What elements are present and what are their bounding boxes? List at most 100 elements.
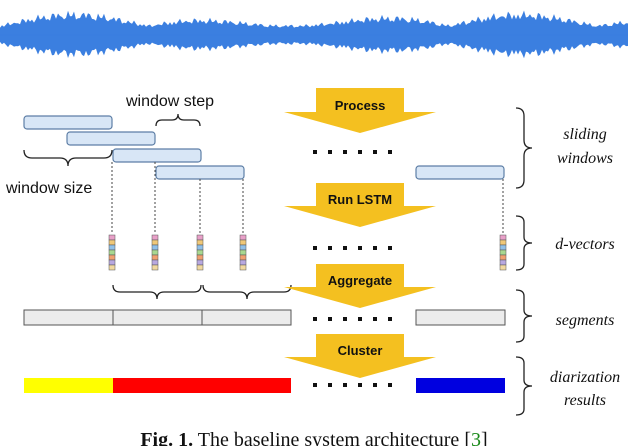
ellipsis-dot xyxy=(373,150,377,154)
window-size-label: window size xyxy=(5,180,92,197)
ellipsis-dot xyxy=(343,317,347,321)
ellipsis-dots xyxy=(313,150,392,387)
d-vectors xyxy=(108,234,507,271)
d-vector-cell xyxy=(499,239,507,246)
arrow-aggregate: Aggregate xyxy=(284,264,436,308)
ellipsis-dot xyxy=(313,317,317,321)
d-vector-cell xyxy=(239,234,247,241)
right-brace-diarization xyxy=(515,356,533,416)
arrow-cluster: Cluster xyxy=(284,334,436,378)
arrow-cluster-label: Cluster xyxy=(338,343,383,358)
speaker-1-bar xyxy=(24,378,113,393)
window-box-2 xyxy=(66,131,156,146)
segment-brace-2 xyxy=(202,284,292,300)
segment-box-1 xyxy=(23,309,114,326)
d-vector-5 xyxy=(499,234,507,271)
ellipsis-dot xyxy=(358,383,362,387)
d-vector-cell xyxy=(108,264,116,271)
d-vector-cell xyxy=(499,259,507,266)
label-d-vectors: d-vectors xyxy=(555,236,615,253)
d-vector-cell xyxy=(499,244,507,251)
d-vector-1 xyxy=(108,234,116,271)
segment-brace-1 xyxy=(112,284,202,300)
window-box-1 xyxy=(23,115,113,130)
d-vector-cell xyxy=(151,234,159,241)
d-vector-cell xyxy=(499,234,507,241)
arrow-run-lstm: Run LSTM xyxy=(284,183,436,227)
d-vector-cell xyxy=(196,244,204,251)
ellipsis-dot xyxy=(328,150,332,154)
segments xyxy=(23,309,506,326)
diarization-bars xyxy=(24,378,505,393)
window-box-4 xyxy=(155,165,245,180)
sliding-windows xyxy=(23,115,505,180)
d-vector-cell xyxy=(108,249,116,256)
arrow-process: Process xyxy=(284,88,436,133)
d-vector-cell xyxy=(108,254,116,261)
ellipsis-dot xyxy=(313,383,317,387)
ellipsis-dot xyxy=(343,246,347,250)
ellipsis-dot xyxy=(388,246,392,250)
d-vector-cell xyxy=(239,249,247,256)
d-vector-cell xyxy=(239,244,247,251)
figure-caption: Fig. 1. The baseline system architecture… xyxy=(140,429,487,446)
right-brace-dvectors xyxy=(515,215,533,271)
arrow-process-label: Process xyxy=(335,98,386,113)
window-to-dvector-connectors xyxy=(111,162,504,234)
ellipsis-dot xyxy=(328,317,332,321)
segment-box-3 xyxy=(201,309,292,326)
d-vector-cell xyxy=(151,239,159,246)
speaker-2-bar xyxy=(113,378,291,393)
ellipsis-dot xyxy=(358,317,362,321)
d-vector-cell xyxy=(108,234,116,241)
d-vector-cell xyxy=(196,259,204,266)
d-vector-cell xyxy=(196,264,204,271)
d-vector-cell xyxy=(499,249,507,256)
d-vector-cell xyxy=(196,249,204,256)
d-vector-3 xyxy=(196,234,204,271)
caption-ref-number: 3 xyxy=(471,429,481,446)
window-size-brace xyxy=(23,149,113,167)
d-vector-cell xyxy=(196,234,204,241)
window-step-label: window step xyxy=(125,93,214,110)
d-vector-cell xyxy=(151,244,159,251)
caption-ref-open: [ xyxy=(464,429,471,446)
ellipsis-dot xyxy=(388,150,392,154)
label-diarization: diarization xyxy=(550,369,620,386)
label-windows: windows xyxy=(557,150,613,167)
ellipsis-dot xyxy=(373,317,377,321)
right-brace-segments xyxy=(515,289,533,343)
d-vector-cell xyxy=(108,239,116,246)
ellipsis-dot xyxy=(328,246,332,250)
caption-text: The baseline system architecture xyxy=(198,429,460,446)
speaker-3-bar xyxy=(416,378,505,393)
ellipsis-dot xyxy=(358,246,362,250)
d-vector-cell xyxy=(151,259,159,266)
ellipsis-dot xyxy=(388,383,392,387)
d-vector-4 xyxy=(239,234,247,271)
window-box-last xyxy=(415,165,505,180)
ellipsis-dot xyxy=(358,150,362,154)
d-vector-cell xyxy=(239,259,247,266)
d-vector-cell xyxy=(499,254,507,261)
d-vector-cell xyxy=(108,244,116,251)
ellipsis-dot xyxy=(313,150,317,154)
d-vector-2 xyxy=(151,234,159,271)
caption-ref-close: ] xyxy=(481,429,488,446)
right-brace-sliding xyxy=(515,107,533,189)
label-sliding: sliding xyxy=(563,126,607,143)
d-vector-cell xyxy=(239,239,247,246)
ellipsis-dot xyxy=(373,246,377,250)
d-vector-cell xyxy=(196,239,204,246)
arrow-aggregate-label: Aggregate xyxy=(328,273,392,288)
d-vector-cell xyxy=(499,264,507,271)
d-vector-cell xyxy=(151,264,159,271)
d-vector-cell xyxy=(239,264,247,271)
d-vector-cell xyxy=(151,254,159,261)
ellipsis-dot xyxy=(373,383,377,387)
ellipsis-dot xyxy=(388,317,392,321)
d-vector-cell xyxy=(151,249,159,256)
label-results: results xyxy=(564,392,606,409)
segment-box-2 xyxy=(112,309,203,326)
caption-fig-label: Fig. 1. xyxy=(140,429,193,446)
